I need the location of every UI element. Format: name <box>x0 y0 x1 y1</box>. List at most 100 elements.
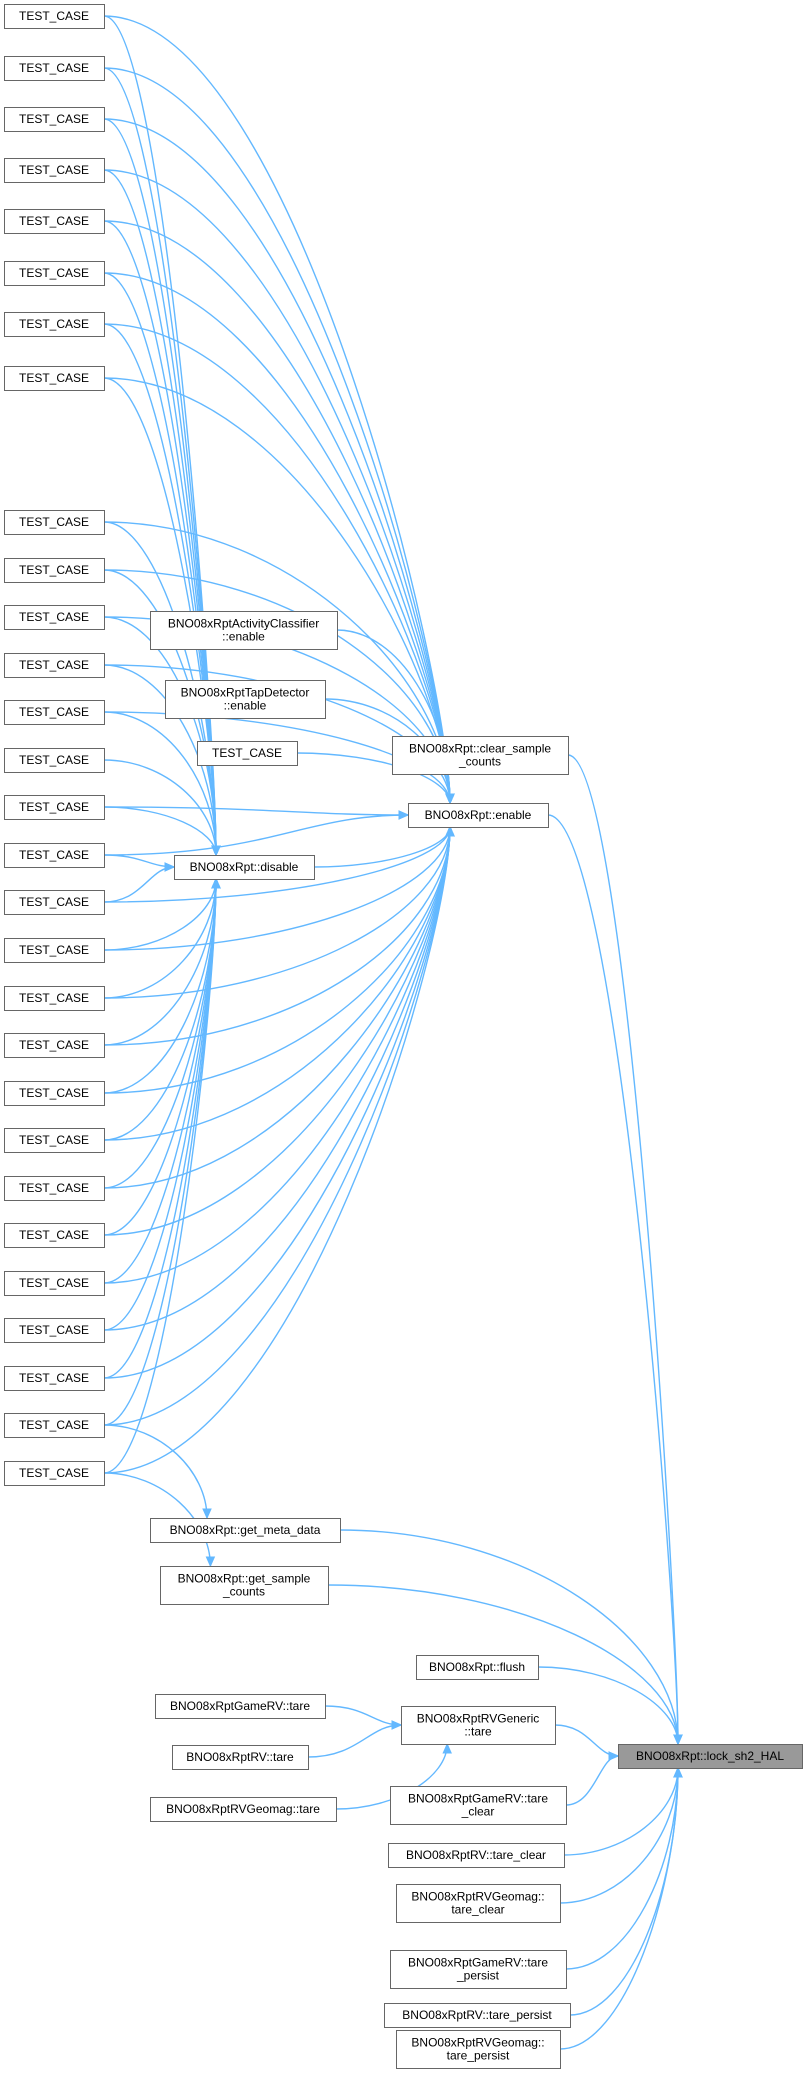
node-box <box>4 1128 105 1153</box>
graph-node[interactable]: TEST_CASE <box>4 1366 105 1391</box>
graph-node[interactable]: BNO08xRptRV::tare_persist <box>384 2003 571 2028</box>
node-box <box>4 312 105 337</box>
call-edge <box>103 1472 212 1567</box>
graph-node[interactable]: TEST_CASE <box>4 1318 105 1343</box>
node-box <box>396 1884 561 1923</box>
node-label: TEST_CASE <box>19 61 89 75</box>
graph-node[interactable]: BNO08xRpt::flush <box>416 1655 539 1680</box>
edge-arrowhead <box>205 1556 216 1568</box>
node-box <box>388 1843 565 1868</box>
graph-node[interactable]: BNO08xRptGameRV::tare_persist <box>390 1950 567 1989</box>
graph-node[interactable]: TEST_CASE <box>4 700 105 725</box>
graph-node[interactable]: TEST_CASE <box>197 741 298 766</box>
node-box <box>4 1081 105 1106</box>
graph-node[interactable]: BNO08xRptGameRV::tare <box>155 1694 326 1719</box>
graph-node[interactable]: BNO08xRptRVGeomag::tare_clear <box>396 1884 561 1923</box>
graph-node[interactable]: BNO08xRptActivityClassifier::enable <box>150 611 338 650</box>
graph-node[interactable]: TEST_CASE <box>4 1413 105 1438</box>
graph-node[interactable]: BNO08xRptRVGeneric::tare <box>401 1706 556 1745</box>
graph-node[interactable]: TEST_CASE <box>4 209 105 234</box>
graph-node[interactable]: TEST_CASE <box>4 312 105 337</box>
graph-node[interactable]: TEST_CASE <box>4 938 105 963</box>
node-box <box>150 1797 337 1822</box>
graph-node[interactable]: TEST_CASE <box>4 605 105 630</box>
node-label: TEST_CASE <box>19 610 89 624</box>
graph-node[interactable]: TEST_CASE <box>4 1033 105 1058</box>
node-label: BNO08xRptRV::tare_persist <box>402 2008 552 2022</box>
call-edge <box>103 878 217 1474</box>
graph-node[interactable]: TEST_CASE <box>4 748 105 773</box>
node-label: BNO08xRpt::enable <box>425 808 532 822</box>
graph-node[interactable]: BNO08xRpt::get_meta_data <box>150 1518 341 1543</box>
node-label: BNO08xRpt::flush <box>429 1660 525 1674</box>
graph-node[interactable]: TEST_CASE <box>4 107 105 132</box>
graph-node[interactable]: BNO08xRptRVGeomag::tare_persist <box>396 2030 561 2069</box>
node-label: TEST_CASE <box>19 1228 89 1242</box>
node-label: TEST_CASE <box>19 1181 89 1195</box>
node-box <box>384 2003 571 2028</box>
graph-node[interactable]: TEST_CASE <box>4 1081 105 1106</box>
node-box <box>4 843 105 868</box>
graph-node[interactable]: BNO08xRpt::clear_sample_counts <box>392 736 569 775</box>
graph-node[interactable]: TEST_CASE <box>4 795 105 820</box>
node-label: TEST_CASE <box>19 563 89 577</box>
node-box <box>4 748 105 773</box>
graph-node[interactable]: BNO08xRpt::enable <box>408 803 549 828</box>
call-edge <box>327 1584 679 1745</box>
graph-node[interactable]: BNO08xRptRVGeomag::tare <box>150 1797 337 1822</box>
graph-node[interactable]: TEST_CASE <box>4 890 105 915</box>
call-edge <box>103 759 217 856</box>
graph-node[interactable]: TEST_CASE <box>4 510 105 535</box>
graph-node[interactable]: TEST_CASE <box>4 1271 105 1296</box>
graph-node[interactable]: BNO08xRptTapDetector::enable <box>165 680 326 719</box>
node-label: TEST_CASE <box>19 1418 89 1432</box>
node-box <box>4 1223 105 1248</box>
node-label: TEST_CASE <box>19 1038 89 1052</box>
call-edge <box>565 1755 619 1806</box>
graph-node[interactable]: TEST_CASE <box>4 843 105 868</box>
graph-node[interactable]: BNO08xRptRV::tare <box>172 1745 309 1770</box>
node-label: TEST_CASE <box>19 214 89 228</box>
node-layer: TEST_CASE TEST_CASE TEST_CASE TEST_CASE TEST… <box>4 4 803 2069</box>
node-label: TEST_CASE <box>19 317 89 331</box>
graph-node[interactable]: TEST_CASE <box>4 986 105 1011</box>
node-label: TEST_CASE <box>19 266 89 280</box>
node-label: TEST_CASE <box>19 1323 89 1337</box>
node-label: ::enable <box>222 630 265 644</box>
call-edge <box>307 1724 402 1758</box>
node-label: tare_clear <box>451 1903 504 1917</box>
focus-node[interactable]: BNO08xRpt::lock_sh2_HAL <box>618 1744 803 1769</box>
graph-node[interactable]: BNO08xRpt::get_sample_counts <box>160 1566 329 1605</box>
call-edge <box>559 1767 679 1904</box>
edge-arrowhead <box>442 1742 452 1754</box>
graph-node[interactable]: BNO08xRptGameRV::tare_clear <box>390 1786 567 1825</box>
call-edge <box>103 826 451 1379</box>
graph-node[interactable]: TEST_CASE <box>4 1223 105 1248</box>
node-label: TEST_CASE <box>19 991 89 1005</box>
call-edge <box>313 826 451 868</box>
graph-node[interactable]: TEST_CASE <box>4 1461 105 1486</box>
graph-node[interactable]: TEST_CASE <box>4 366 105 391</box>
node-label: BNO08xRpt::disable <box>190 860 299 874</box>
node-label: TEST_CASE <box>19 943 89 957</box>
node-label: TEST_CASE <box>19 1086 89 1100</box>
graph-node[interactable]: TEST_CASE <box>4 4 105 29</box>
node-label: BNO08xRptRVGeomag:: <box>411 1890 544 1904</box>
graph-node[interactable]: BNO08xRptRV::tare_clear <box>388 1843 565 1868</box>
node-label: BNO08xRpt::lock_sh2_HAL <box>636 1749 784 1763</box>
graph-node[interactable]: TEST_CASE <box>4 158 105 183</box>
graph-node[interactable]: TEST_CASE <box>4 1176 105 1201</box>
graph-node[interactable]: BNO08xRpt::disable <box>174 855 315 880</box>
graph-node[interactable]: TEST_CASE <box>4 56 105 81</box>
call-edge <box>103 711 217 856</box>
graph-node[interactable]: TEST_CASE <box>4 1128 105 1153</box>
graph-node[interactable]: TEST_CASE <box>4 653 105 678</box>
node-box <box>4 261 105 286</box>
call-edge <box>103 826 451 1331</box>
call-edge <box>103 664 217 856</box>
graph-node[interactable]: TEST_CASE <box>4 558 105 583</box>
edge-arrowhead <box>164 862 176 872</box>
node-label: BNO08xRptRVGeomag:: <box>411 2036 544 2050</box>
graph-node[interactable]: TEST_CASE <box>4 261 105 286</box>
